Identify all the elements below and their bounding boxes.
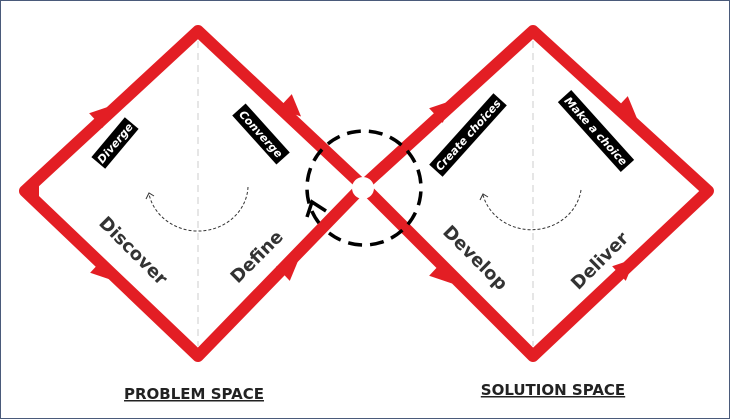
- problem-diamond: [19, 25, 369, 362]
- solution-cycle-arc: [482, 189, 582, 231]
- cycle-arrow-icon: [145, 192, 155, 200]
- iteration-loop: [305, 129, 423, 247]
- problem-space-title: PROBLEM SPACE: [124, 385, 264, 403]
- solution-space-title: SOLUTION SPACE: [481, 381, 625, 399]
- phase-develop: Develop: [438, 222, 511, 295]
- arrow-icon: [429, 100, 453, 123]
- arrow-icon: [90, 258, 114, 281]
- tag-converge-text: Converge: [236, 108, 285, 161]
- cycle-arrow-icon: [479, 193, 489, 201]
- arrow-icon: [429, 261, 453, 284]
- arrow-icon: [614, 96, 638, 119]
- solution-diamond: [357, 25, 714, 362]
- problem-cycle-arc: [148, 186, 249, 232]
- junction-node: [352, 177, 374, 199]
- arrow-icon: [276, 258, 300, 281]
- phase-deliver: Deliver: [567, 228, 633, 294]
- arrow-icon: [278, 94, 302, 117]
- arrow-icon: [89, 105, 113, 128]
- arrow-icon: [612, 258, 636, 281]
- loop-arrow-icon: [305, 199, 327, 218]
